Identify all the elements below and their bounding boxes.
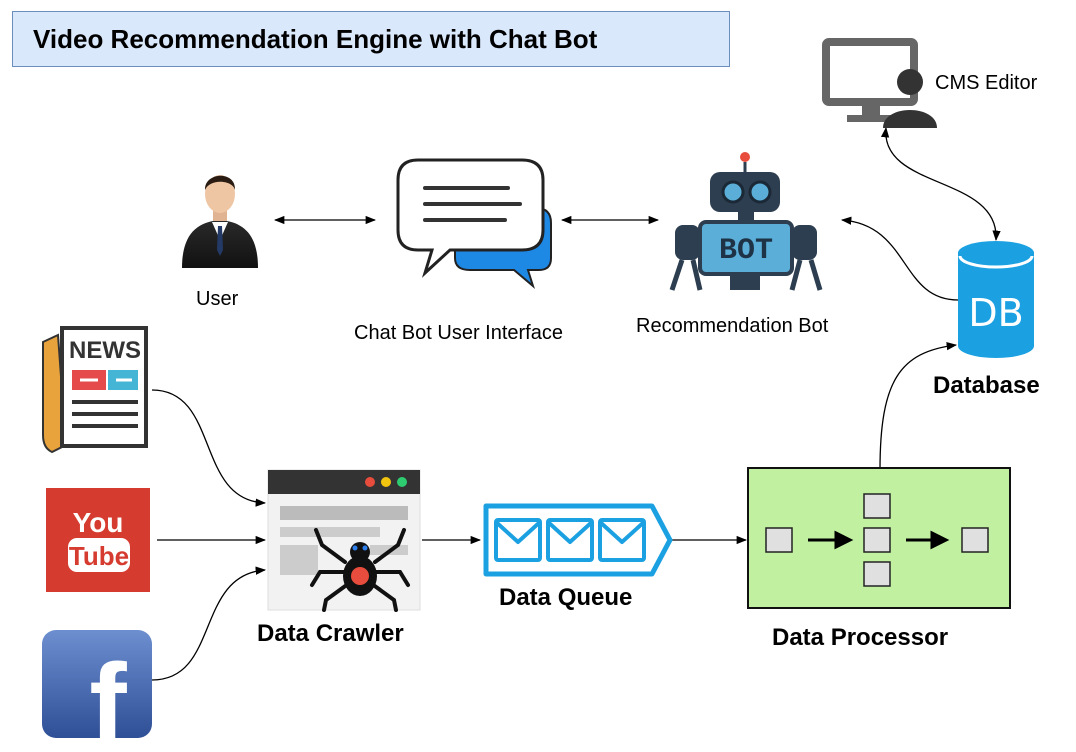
data-crawler-label: Data Crawler xyxy=(257,620,404,647)
edge-facebook-crawler xyxy=(151,566,267,681)
data-processor-box xyxy=(747,467,1011,609)
news-icon: NEWS xyxy=(42,326,148,454)
monitor-user-icon xyxy=(822,38,937,128)
data-processor-label: Data Processor xyxy=(772,624,949,651)
connectors xyxy=(151,126,1001,681)
user-label: User xyxy=(196,288,239,310)
db-badge-text: DB xyxy=(968,291,1023,335)
title-box: Video Recommendation Engine with Chat Bo… xyxy=(12,11,730,67)
facebook-icon: f xyxy=(42,630,152,752)
edge-processor-db xyxy=(879,342,958,471)
chat-bubbles-icon xyxy=(396,158,552,289)
robot-icon: BOT xyxy=(669,152,823,291)
youtube-icon: You Tube xyxy=(46,488,150,592)
message-queue-icon xyxy=(483,503,673,577)
user-icon xyxy=(182,175,258,268)
edge-news-crawler xyxy=(151,389,267,507)
database-icon: DB xyxy=(958,241,1034,358)
spider-browser-icon xyxy=(267,469,421,612)
news-badge-text: NEWS xyxy=(69,337,141,364)
youtube-tube-text: Tube xyxy=(69,541,129,571)
bot-badge-text: BOT xyxy=(719,234,773,268)
data-queue-label: Data Queue xyxy=(499,584,633,611)
recommendation-bot-label: Recommendation Bot xyxy=(636,315,829,337)
edge-cms-db xyxy=(880,126,1001,242)
database-label: Database xyxy=(933,372,1040,399)
edge-db-bot xyxy=(840,216,959,301)
youtube-you-text: You xyxy=(73,507,124,538)
facebook-letter: f xyxy=(89,641,127,752)
diagram-title: Video Recommendation Engine with Chat Bo… xyxy=(33,23,598,54)
chat-ui-label: Chat Bot User Interface xyxy=(354,322,563,344)
cms-editor-label: CMS Editor xyxy=(935,72,1038,94)
